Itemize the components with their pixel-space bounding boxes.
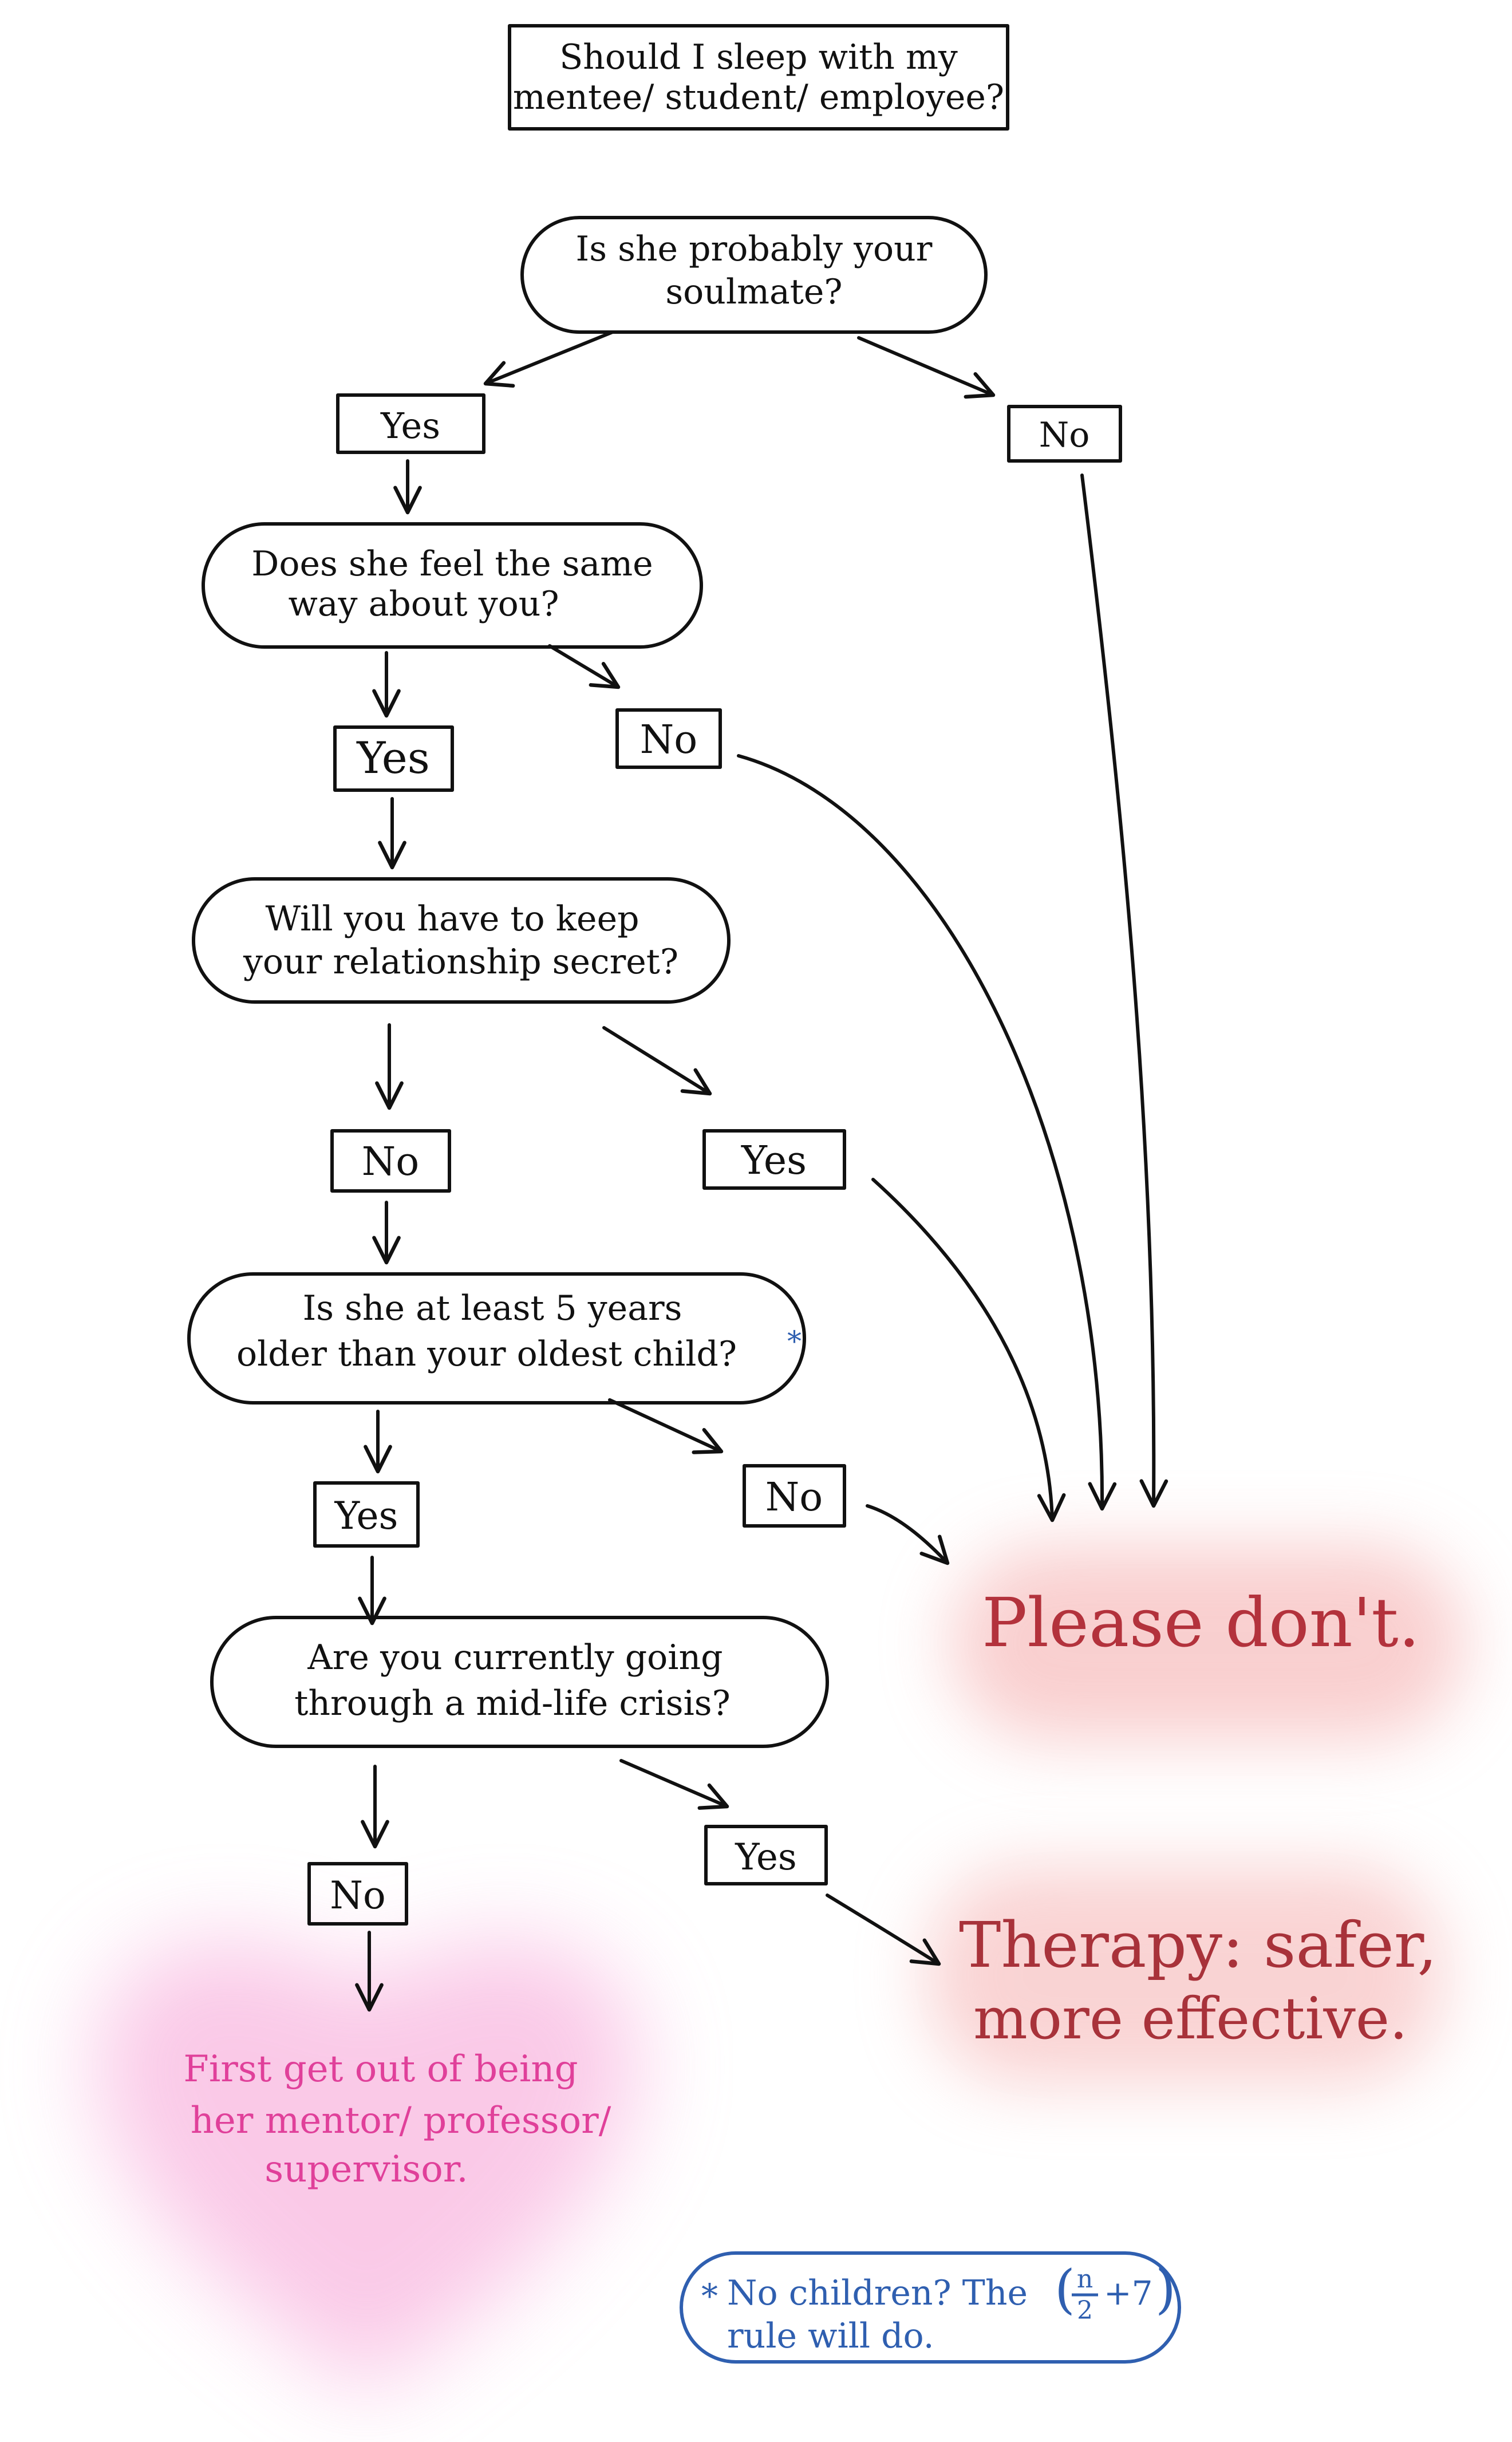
question-3-line-1: Will you have to keep: [266, 899, 639, 939]
q2-yes-box: [333, 725, 454, 792]
footnote-marker-q4: *: [787, 1325, 802, 1358]
glow-therapy: [927, 1867, 1443, 2084]
footnote-box: [680, 2251, 1181, 2364]
q2-no-box: [615, 708, 722, 769]
outcome-therapy-line-2: more effective.: [973, 1985, 1408, 2052]
footnote-line-1: No children? The: [727, 2273, 1028, 2313]
q5-yes-box: [704, 1825, 828, 1885]
arrow-q2-no: [548, 644, 621, 689]
arrow-q1-no-to-please-dont: [1080, 474, 1168, 1508]
q2-yes-label: Yes: [356, 732, 430, 783]
question-5-line-2: through a mid-life crisis?: [294, 1683, 731, 1723]
question-5-oval: [210, 1616, 829, 1748]
question-4-oval: [187, 1272, 806, 1405]
q1-yes-label: Yes: [380, 405, 440, 447]
arrow-q3-yes: [602, 1026, 712, 1096]
q1-no-label: No: [1039, 415, 1090, 455]
question-2-line-2: way about you?: [288, 584, 559, 624]
q4-yes-box: [313, 1481, 420, 1548]
title-line-1: Should I sleep with my: [559, 37, 958, 77]
question-4-line-2: older than your oldest child?: [236, 1334, 737, 1374]
outcome-mentor-line-3: supervisor.: [264, 2148, 468, 2191]
outcome-therapy-line-1: Therapy: safer,: [959, 1908, 1437, 1982]
outcome-mentor-line-1: First get out of being: [183, 2048, 578, 2090]
q4-no-box: [743, 1464, 846, 1528]
outcome-mentor-line-2: her mentor/ professor/: [191, 2100, 611, 2142]
footnote-marker: *: [701, 2277, 718, 2315]
footnote-paren-open: (: [1055, 2259, 1075, 2320]
arrow-q3-yes-to-please-dont: [871, 1178, 1066, 1522]
footnote-fraction-numerator: n: [1077, 2265, 1093, 2294]
footnote-line-2: rule will do.: [727, 2316, 934, 2356]
question-1-oval: [520, 216, 988, 334]
question-3-line-2: your relationship secret?: [243, 942, 678, 982]
title-line-2: mentee/ student/ employee?: [513, 77, 1004, 117]
question-4-line-1: Is she at least 5 years: [303, 1288, 682, 1328]
q4-yes-label: Yes: [334, 1494, 398, 1538]
footnote-paren-close: ): [1155, 2259, 1176, 2320]
title-box: [508, 24, 1009, 131]
arrow-q4-no-to-please-dont: [866, 1504, 950, 1565]
question-2-line-1: Does she feel the same: [251, 544, 653, 584]
footnote-fraction-plus: +7: [1104, 2274, 1153, 2313]
arrows: [355, 330, 1168, 2012]
arrow-q1-yes: [483, 330, 614, 388]
glow-mentor-heart: [95, 1940, 638, 2393]
outcome-please-dont: Please don't.: [982, 1583, 1420, 1662]
question-3-oval: [192, 877, 731, 1004]
arrow-q4-no: [608, 1398, 724, 1454]
arrow-q5-yes-to-therapy: [826, 1893, 941, 1966]
question-5-line-1: Are you currently going: [307, 1638, 723, 1678]
question-2-oval: [202, 522, 703, 649]
arrow-q2-no-to-please-dont: [737, 754, 1117, 1511]
q4-no-label: No: [765, 1475, 823, 1520]
q1-yes-box: [336, 393, 485, 454]
arrow-q5-yes: [619, 1759, 729, 1810]
glow-please-dont: [950, 1546, 1466, 1741]
q3-no-label: No: [362, 1139, 419, 1185]
q2-no-label: No: [640, 717, 697, 763]
q3-no-box: [330, 1129, 451, 1193]
q5-no-box: [307, 1862, 408, 1926]
question-1-line-1: Is she probably your: [576, 229, 933, 269]
q5-no-label: No: [330, 1873, 386, 1918]
q3-yes-box: [702, 1129, 846, 1190]
question-1-line-2: soulmate?: [665, 272, 842, 312]
q1-no-box: [1007, 405, 1122, 463]
q3-yes-label: Yes: [741, 1138, 807, 1183]
footnote-fraction-denominator: 2: [1077, 2296, 1093, 2325]
q5-yes-label: Yes: [735, 1836, 796, 1879]
arrow-q1-no: [857, 336, 996, 399]
